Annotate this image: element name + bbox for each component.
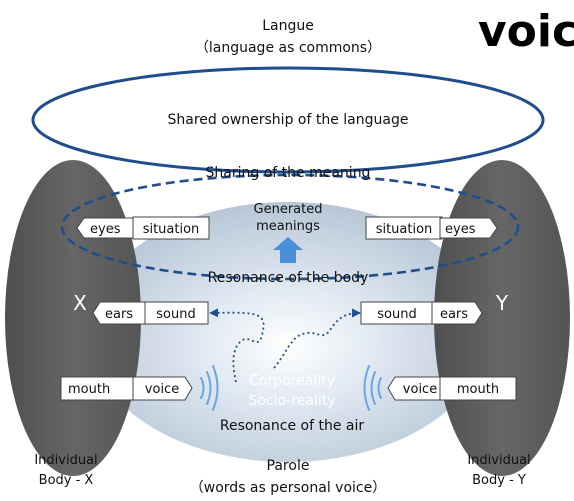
left-sound-waves-icon — [200, 365, 219, 411]
right-ears-label: ears — [440, 307, 468, 322]
right-situation-box: situation — [365, 216, 443, 240]
left-situation-label: situation — [143, 222, 200, 237]
body-x-label-line1: Individual — [34, 453, 97, 468]
body-x-label-line2: Body - X — [39, 473, 94, 488]
parole-title: Parole — [267, 458, 310, 474]
right-situation-label: situation — [376, 222, 433, 237]
brand-word: voic — [478, 6, 574, 57]
left-mouth-label: mouth — [68, 382, 110, 397]
sharing-meaning-label: Sharing of the meaning — [206, 165, 371, 181]
right-voice-tag: voice — [387, 376, 446, 401]
body-x-letter: X — [73, 291, 87, 315]
langue-title: Langue — [262, 18, 314, 34]
resonance-body-label: Resonance of the body — [208, 270, 369, 286]
right-eyes-tag: eyes — [439, 217, 498, 239]
sharing-meaning-ellipse — [60, 173, 520, 281]
generated-line2: meanings — [256, 219, 320, 234]
left-mouth-box: mouth — [60, 376, 140, 401]
left-voice-tag: voice — [132, 376, 193, 401]
corporeality-label: Corporeality — [249, 373, 335, 389]
left-dotted-arrow — [209, 308, 265, 383]
socio-reality-label: Socio-reality — [248, 393, 335, 409]
right-ears-tag: ears — [431, 301, 483, 325]
left-ears-label: ears — [105, 307, 133, 322]
right-mouth-label: mouth — [457, 382, 499, 397]
generated-line1: Generated — [254, 202, 323, 217]
resonance-air-label: Resonance of the air — [220, 418, 364, 434]
parole-subtitle: （words as personal voice） — [190, 480, 386, 496]
right-voice-label: voice — [403, 382, 437, 397]
body-y-letter: Y — [495, 291, 509, 315]
left-eyes-tag: eyes — [76, 217, 146, 239]
right-dotted-arrow — [273, 308, 361, 369]
left-eyes-label: eyes — [90, 222, 121, 237]
left-voice-label: voice — [145, 382, 179, 397]
left-sound-label: sound — [156, 307, 195, 322]
right-mouth-box: mouth — [439, 376, 517, 401]
right-eyes-label: eyes — [445, 222, 476, 237]
shared-ownership-label: Shared ownership of the language — [168, 112, 409, 128]
left-situation-box: situation — [132, 216, 210, 240]
up-arrow-icon — [273, 237, 303, 263]
right-sound-waves-icon — [363, 365, 382, 411]
body-y-label-line2: Body - Y — [472, 473, 526, 488]
left-sound-box: sound — [144, 301, 209, 325]
body-y-label-line1: Individual — [467, 453, 530, 468]
left-ears-tag: ears — [92, 301, 149, 325]
resonance-glow — [88, 202, 488, 462]
langue-subtitle: （language as commons） — [195, 40, 381, 56]
shared-ownership-ellipse — [31, 66, 545, 174]
right-sound-label: sound — [377, 307, 416, 322]
right-sound-box: sound — [360, 301, 435, 325]
